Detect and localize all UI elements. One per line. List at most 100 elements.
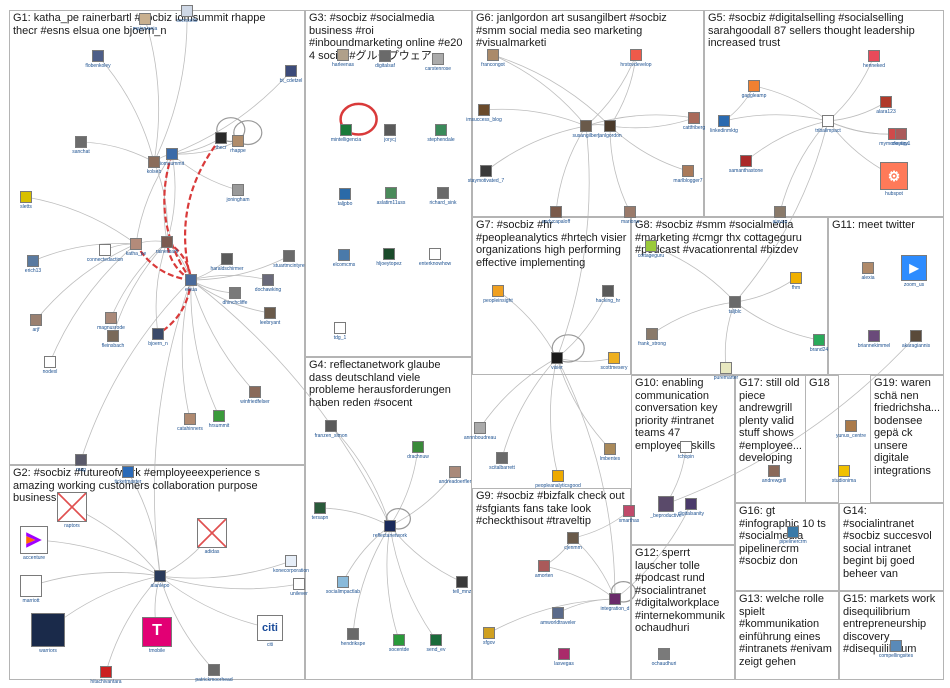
node-tchopin[interactable] [680, 441, 692, 453]
node-unilever[interactable] [293, 578, 305, 590]
node-patrickmoorhead[interactable] [208, 664, 220, 676]
node-sonnsello[interactable] [181, 5, 193, 17]
node-carstenrose[interactable] [432, 53, 444, 65]
node-xmarthas[interactable] [623, 505, 635, 517]
node-peopleinsight[interactable] [492, 285, 504, 297]
node-socentde[interactable] [393, 634, 405, 646]
node-reflectanetwork[interactable] [384, 520, 396, 532]
node-tdg-1[interactable] [334, 322, 346, 334]
node-bt-cdetzel[interactable] [285, 65, 297, 77]
node-compellingsites[interactable] [890, 640, 902, 652]
node-bjoern-n[interactable] [152, 328, 164, 340]
node-ticketmaster[interactable] [122, 466, 134, 478]
node-francongot[interactable] [487, 49, 499, 61]
node-raptors[interactable] [57, 492, 87, 522]
node-harleenas[interactable] [337, 49, 349, 61]
node-pipelinercrm[interactable] [787, 526, 799, 538]
node-linkedinmktg[interactable] [718, 115, 730, 127]
node-dochawking[interactable] [262, 274, 274, 286]
node-hrsummit[interactable] [213, 410, 225, 422]
node-winfriedfelser[interactable] [249, 386, 261, 398]
node-cattfriberg[interactable] [688, 112, 700, 124]
node-aslatim11uss[interactable] [385, 187, 397, 199]
node-taljpbo[interactable] [339, 188, 351, 200]
node-samanthastone[interactable] [740, 155, 752, 167]
node-sanchat[interactable] [75, 136, 87, 148]
node-peopleanalyticsgood[interactable] [552, 470, 564, 482]
node-annnboudreau[interactable] [474, 422, 486, 434]
node-mintelligencia[interactable] [340, 124, 352, 136]
node-sfgov[interactable] [483, 627, 495, 639]
node-kolseb[interactable] [148, 156, 160, 168]
node-haraldschirmer[interactable] [221, 253, 233, 265]
node-tersapn[interactable] [314, 502, 326, 514]
node-send-ev[interactable] [430, 634, 442, 646]
node-stephendale[interactable] [435, 124, 447, 136]
node-enterknowhow[interactable] [429, 248, 441, 260]
node--beproductive[interactable] [658, 496, 674, 512]
node-elsua[interactable] [185, 274, 197, 286]
node-digitalsaf[interactable] [379, 50, 391, 62]
node-fleinsbach[interactable] [107, 330, 119, 342]
node-andreadoerfler[interactable] [449, 466, 461, 478]
node-mag[interactable] [75, 454, 87, 466]
node-brand24[interactable] [813, 334, 825, 346]
node-arjf[interactable] [30, 314, 42, 326]
node-janlgordon[interactable] [604, 120, 616, 132]
node-ajavuu[interactable] [774, 206, 786, 218]
node-iomsummit[interactable] [166, 148, 178, 160]
node-elcomcms[interactable] [338, 249, 350, 261]
node-yunus-centre[interactable] [845, 420, 857, 432]
node-citi[interactable]: citi [257, 615, 283, 641]
node-thecr[interactable] [215, 132, 227, 144]
node-socialimpactlab[interactable] [337, 576, 349, 588]
node-alara123[interactable] [880, 96, 892, 108]
node-connectedaction[interactable] [99, 244, 111, 256]
node-warriors[interactable] [31, 613, 65, 647]
node-flobenkoley[interactable] [92, 50, 104, 62]
node-taljblc[interactable] [729, 296, 741, 308]
node-tmobile[interactable]: T [142, 617, 172, 647]
node-hubspot[interactable]: ⚙ [880, 162, 908, 190]
node-richard-sink[interactable] [437, 187, 449, 199]
node-hendrikspe[interactable] [347, 628, 359, 640]
node-scottmesery[interactable] [608, 352, 620, 364]
node-nodexl[interactable] [44, 356, 56, 368]
node-joningham[interactable] [232, 184, 244, 196]
node-leebryant[interactable] [264, 307, 276, 319]
node-susangilbert[interactable] [580, 120, 592, 132]
node-gaggleamp[interactable] [748, 80, 760, 92]
node-accenture[interactable] [20, 526, 48, 554]
node-hacking-hr[interactable] [602, 285, 614, 297]
node-erich13[interactable] [27, 255, 39, 267]
node-rainerbartl[interactable] [161, 236, 173, 248]
node-marriott[interactable] [20, 575, 42, 597]
node-cforsey1[interactable] [895, 128, 907, 140]
node-ochaudhuri[interactable] [658, 648, 670, 660]
node-majorvania[interactable] [139, 13, 151, 25]
node-andrewgrill[interactable] [768, 465, 780, 477]
node-konecorporation[interactable] [285, 555, 297, 567]
node-tell-mnz[interactable] [456, 576, 468, 588]
node-mariona[interactable] [624, 206, 636, 218]
node-amworldtraveler[interactable] [552, 607, 564, 619]
node-cjenmm[interactable] [567, 532, 579, 544]
node-imsuccess-blog[interactable] [478, 104, 490, 116]
node-alanlepo[interactable] [154, 570, 166, 582]
node-staymotivated-7[interactable] [480, 165, 492, 177]
node-hitachivantara[interactable] [100, 666, 112, 678]
node-rhappe[interactable] [232, 135, 244, 147]
node-frank-strong[interactable] [646, 328, 658, 340]
node-tribalimpact[interactable] [822, 115, 834, 127]
node-marlblogger7[interactable] [682, 165, 694, 177]
node-visier[interactable] [551, 352, 563, 364]
node-integration-d[interactable] [609, 593, 621, 605]
node-andycapaloff[interactable] [550, 206, 562, 218]
node-amorten[interactable] [538, 560, 550, 572]
node-alexia[interactable] [862, 262, 874, 274]
node-lasvegas[interactable] [558, 648, 570, 660]
node-katha-pe[interactable] [130, 238, 142, 250]
node-digitalsanity[interactable] [685, 498, 697, 510]
node-hljoeytopez[interactable] [383, 248, 395, 260]
node-fhm[interactable] [790, 272, 802, 284]
